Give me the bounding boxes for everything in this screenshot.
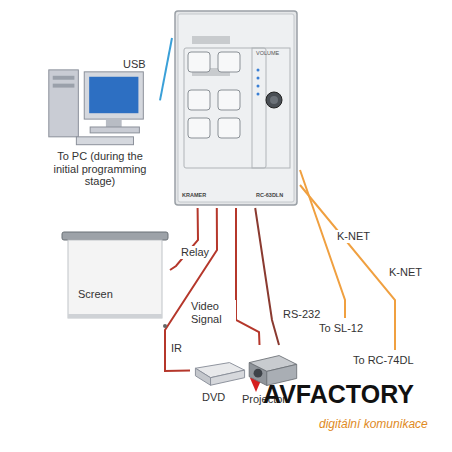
- device-node: VOLUME KRAMER RC-63DLN: [172, 8, 300, 208]
- node-text: Screen: [78, 288, 148, 301]
- node-text: RC-63DLN: [256, 192, 296, 198]
- knet-wire: [300, 185, 395, 350]
- node-text: KRAMER: [182, 192, 232, 198]
- node-text: DVD: [202, 391, 242, 404]
- cable-connector: [160, 38, 172, 100]
- cable-connector: [255, 208, 279, 345]
- signal-label: IR: [170, 342, 183, 355]
- node-text: VOLUME: [256, 50, 296, 56]
- connection-label: To RC-74DL: [352, 354, 415, 367]
- device-node: To PC (during the initial programming st…: [40, 62, 160, 190]
- connection-label: To SL-12: [318, 322, 364, 335]
- signal-label: Video Signal: [190, 300, 236, 325]
- screen-icon: [60, 228, 170, 333]
- cable-connector: [236, 208, 260, 345]
- signal-label: USB: [122, 58, 147, 71]
- watermark-text: AVFACTORY: [262, 380, 415, 409]
- cable-connector: [170, 208, 198, 270]
- device-node: Screen: [60, 228, 170, 333]
- connection-label: K-NET: [336, 230, 371, 243]
- panel-illustration: [172, 8, 300, 208]
- signal-label: Relay: [180, 246, 210, 259]
- node-text: To PC (during the initial programming st…: [44, 150, 156, 188]
- connection-label: K-NET: [388, 266, 423, 279]
- watermark-text: digitální komunikace: [318, 418, 429, 432]
- device-node: DVD: [190, 355, 250, 407]
- signal-label: RS-232: [282, 308, 321, 321]
- cable-connector: [165, 208, 217, 371]
